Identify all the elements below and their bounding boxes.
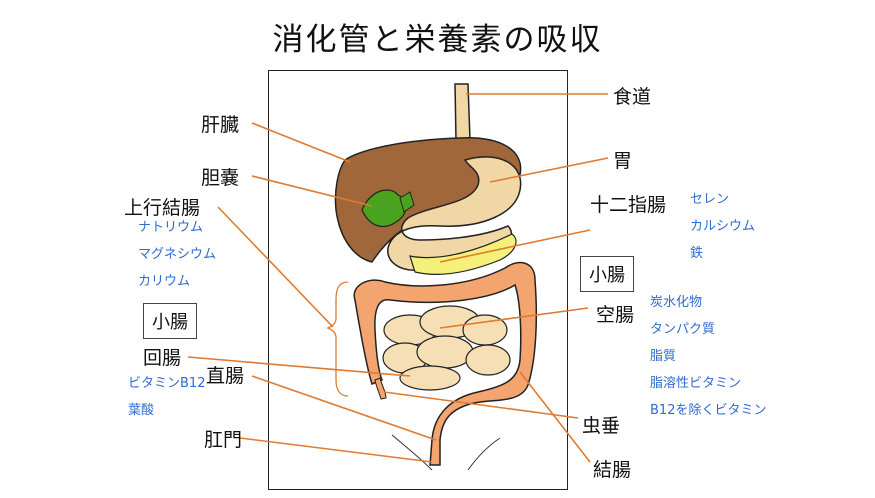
small-intestine-shape: [382, 305, 511, 391]
leader-duodenum: [439, 229, 591, 263]
label-ileum: 回腸: [143, 347, 182, 369]
leader-anus: [239, 437, 433, 463]
nutrient-item: 葉酸: [128, 403, 155, 418]
appendix-shape: [374, 377, 387, 400]
label-appendix: 虫垂: [582, 415, 621, 437]
label-anus: 肛門: [204, 429, 243, 451]
leader-colon: [519, 371, 591, 463]
label-colon: 結腸: [593, 459, 632, 481]
leader-liver: [251, 122, 351, 163]
nutrient-item: セレン: [690, 192, 730, 207]
label-gallbladder: 胆嚢: [201, 167, 240, 189]
leader-ileum: [187, 356, 411, 377]
nutrient-item: B12を除くビタミン: [650, 403, 767, 418]
nutrient-item: タンパク質: [650, 322, 716, 337]
small-intestine-brace: [326, 281, 349, 397]
box-small-intestine-left: 小腸: [143, 303, 197, 339]
label-liver: 肝臓: [201, 114, 240, 136]
nutrient-item: ナトリウム: [138, 220, 204, 235]
label-jejunum: 空腸: [596, 304, 635, 326]
nutrient-item: ビタミンB12: [128, 376, 206, 391]
page-title: 消化管と栄養素の吸収: [272, 22, 603, 58]
body-outline: [391, 434, 501, 471]
diagram-frame: [268, 70, 568, 490]
label-duodenum: 十二指腸: [590, 194, 667, 216]
nutrient-list-ascending-colon: ナトリウム マグネシウム カリウム: [138, 214, 216, 295]
leader-ascending-colon: [217, 206, 334, 328]
nutrient-item: カルシウム: [690, 219, 756, 234]
leader-gallbladder: [251, 175, 373, 207]
nutrient-item: 脂質: [650, 349, 677, 364]
nutrient-list-jejunum: 炭水化物 タンパク質 脂質 脂溶性ビタミン B12を除くビタミン: [650, 289, 766, 424]
leader-appendix: [383, 391, 579, 419]
box-small-intestine-right: 小腸: [580, 256, 634, 292]
nutrient-item: カリウム: [138, 274, 191, 289]
nutrient-item: 脂溶性ビタミン: [650, 376, 742, 391]
label-rectum: 直腸: [206, 365, 245, 387]
colon-shape: [353, 261, 538, 466]
nutrient-item: 鉄: [690, 246, 704, 261]
leader-rectum: [251, 375, 437, 441]
label-esophagus: 食道: [613, 86, 652, 108]
nutrient-item: 炭水化物: [650, 295, 703, 310]
leader-lines: [187, 93, 609, 463]
label-stomach: 胃: [613, 150, 633, 172]
leader-jejunum: [439, 307, 589, 329]
nutrient-list-ileum: ビタミンB12 葉酸: [128, 370, 205, 424]
label-ascending-colon: 上行結腸: [124, 197, 201, 219]
nutrient-item: マグネシウム: [138, 247, 217, 262]
leader-stomach: [489, 157, 609, 183]
nutrient-list-duodenum: セレン カルシウム 鉄: [690, 186, 755, 267]
